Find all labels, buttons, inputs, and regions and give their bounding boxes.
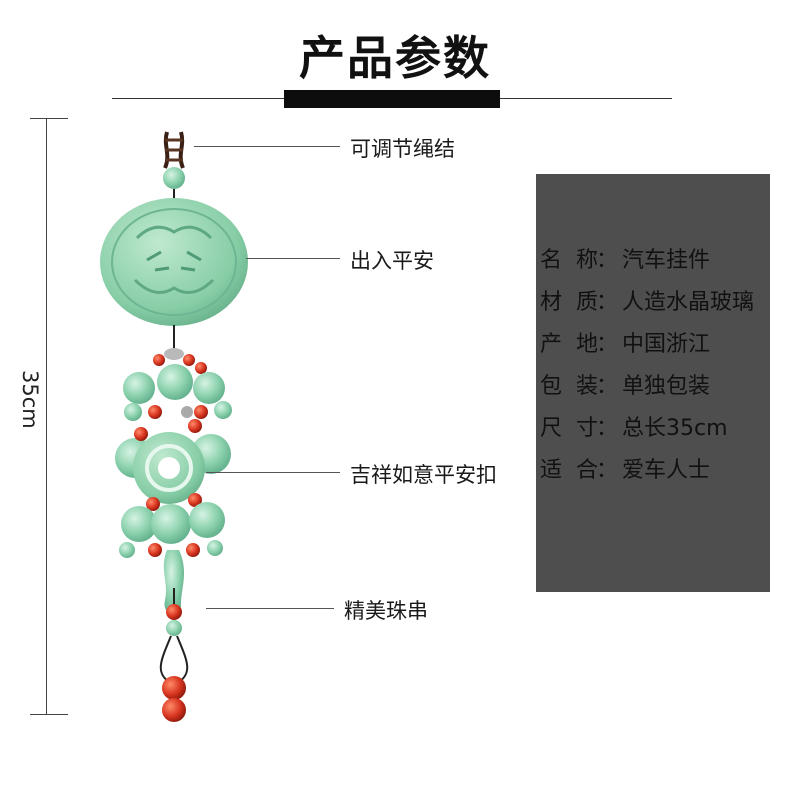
- ruler-length-label: 35cm: [18, 370, 42, 429]
- callout-adjustable-knot: 可调节绳结: [350, 137, 455, 161]
- callout-line-knot: [194, 146, 340, 147]
- spec-panel-background: [536, 174, 770, 592]
- ruler-bottom-cap: [30, 714, 68, 715]
- spec-separator: ：: [596, 332, 619, 357]
- spec-key: 适合: [540, 458, 613, 483]
- spec-value: 爱车人士: [622, 458, 711, 483]
- length-ruler: [46, 118, 47, 714]
- spec-row-origin: 产地：中国浙江: [540, 324, 754, 366]
- callout-safe-disc: 出入平安: [350, 249, 434, 273]
- spec-separator: ：: [596, 248, 619, 273]
- page-title: 产品参数: [299, 31, 491, 85]
- spec-row-material: 材质：人造水晶玻璃: [540, 282, 754, 324]
- spec-key: 产地: [540, 332, 613, 357]
- callout-ping-an-buckle: 吉祥如意平安扣: [350, 463, 497, 487]
- spec-key: 材质: [540, 290, 613, 315]
- pendant-image: [100, 131, 248, 722]
- spec-value: 汽车挂件: [622, 248, 711, 273]
- spec-value: 单独包装: [622, 374, 711, 399]
- spec-value: 总长35cm: [622, 416, 728, 441]
- callout-line-disc: [246, 258, 340, 259]
- callout-line-beads: [206, 608, 334, 609]
- spec-separator: ：: [596, 458, 619, 483]
- title-underline-bar: [284, 90, 500, 108]
- spec-row-suitable: 适合：爱车人士: [540, 450, 754, 492]
- callout-line-buckle: [206, 472, 340, 473]
- spec-key: 尺寸: [540, 416, 613, 441]
- spec-separator: ：: [596, 374, 619, 399]
- spec-value: 中国浙江: [622, 332, 711, 357]
- spec-separator: ：: [596, 290, 619, 315]
- spec-row-name: 名称：汽车挂件: [540, 240, 754, 282]
- callout-bead-string: 精美珠串: [344, 599, 428, 623]
- spec-list: 名称：汽车挂件 材质：人造水晶玻璃 产地：中国浙江 包装：单独包装 尺寸：总长3…: [540, 240, 754, 492]
- spec-value: 人造水晶玻璃: [622, 290, 755, 315]
- spec-row-size: 尺寸：总长35cm: [540, 408, 754, 450]
- spec-separator: ：: [596, 416, 619, 441]
- spec-key: 名称: [540, 248, 613, 273]
- spec-key: 包装: [540, 374, 613, 399]
- ruler-top-cap: [30, 118, 68, 119]
- spec-row-packaging: 包装：单独包装: [540, 366, 754, 408]
